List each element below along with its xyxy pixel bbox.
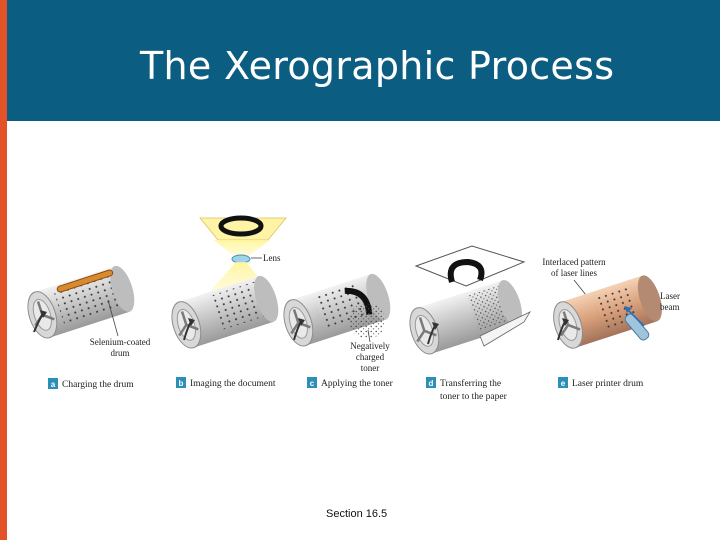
panel-c-toner: Negatively charged toner	[283, 273, 391, 373]
caption-e: e Laser printer drum	[558, 377, 644, 389]
panel-a-charging: Selenium-coated drum	[27, 265, 151, 358]
label-toner-line1: Negatively	[350, 341, 390, 351]
paper-sheet	[414, 245, 526, 287]
left-accent-bar	[0, 0, 7, 540]
title-banner	[7, 0, 720, 121]
panel-e-laser: Interlaced pattern of laser lines Laser …	[542, 257, 680, 349]
label-laser: Laser	[660, 291, 680, 301]
caption-d: d Transferring the toner to the paper	[426, 377, 508, 402]
caption-a-text: Charging the drum	[62, 380, 134, 390]
label-selenium-drum-line1: Selenium-coated	[90, 337, 151, 347]
caption-c: c Applying the toner	[307, 377, 394, 389]
caption-d-text-line1: Transferring the	[440, 378, 501, 389]
lens-icon	[231, 254, 251, 264]
label-selenium-drum-line2: drum	[111, 348, 130, 358]
drum-b	[171, 275, 279, 349]
label-interlaced-line2: of laser lines	[551, 268, 597, 278]
panel-d-transfer	[409, 245, 532, 355]
label-interlaced-line1: Interlaced pattern	[542, 257, 606, 267]
document-plate	[199, 217, 287, 241]
label-lens: Lens	[263, 253, 281, 263]
panel-b-imaging: Lens	[171, 215, 287, 349]
toner-particles	[350, 304, 384, 338]
caption-e-letter: e	[561, 379, 566, 388]
caption-e-text: Laser printer drum	[572, 379, 644, 389]
caption-c-text: Applying the toner	[321, 379, 394, 389]
caption-b: b Imaging the document	[176, 377, 276, 389]
caption-d-letter: d	[429, 379, 434, 388]
section-footer: Section 16.5	[326, 508, 388, 520]
caption-d-text-line2: toner to the paper	[440, 392, 508, 402]
caption-a-letter: a	[51, 380, 56, 389]
label-toner-line3: toner	[361, 363, 380, 373]
drum-d	[409, 279, 523, 355]
caption-b-letter: b	[179, 379, 184, 388]
drum-e	[553, 275, 662, 349]
document-ring-image	[218, 215, 264, 237]
label-beam: beam	[660, 302, 680, 312]
caption-c-letter: c	[310, 379, 315, 388]
slide-title: The Xerographic Process	[140, 44, 615, 88]
caption-a: a Charging the drum	[48, 378, 134, 390]
label-toner-line2: charged	[356, 352, 385, 362]
caption-b-text: Imaging the document	[190, 379, 276, 389]
drum-a	[27, 265, 135, 339]
